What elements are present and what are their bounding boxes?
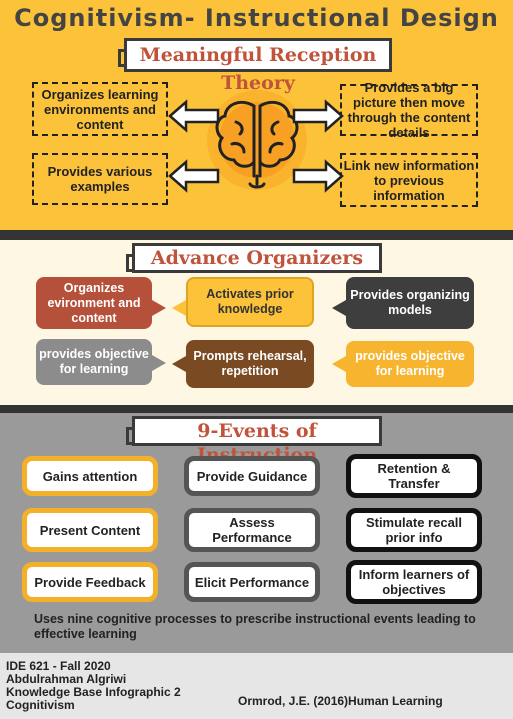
organizer-bubble: provides objective for learning [346,341,474,387]
arrow-left-icon [168,99,220,133]
reception-item: Provides various examples [32,153,168,205]
bubble-tail [332,300,346,316]
section2-heading: Advance Organizers [126,243,382,273]
event-card: Gains attention [22,456,158,496]
event-card: Stimulate recall prior info [346,508,482,552]
arrow-right-icon [292,99,344,133]
course-label: IDE 621 - Fall 2020 [6,659,111,673]
topic-label: Cognitivism [6,698,75,712]
bubble-tail [152,355,166,371]
organizer-bubble: Activates prior knowledge [186,277,314,327]
author-label: Abdulrahman Algriwi [6,672,127,686]
brain-icon [207,90,307,190]
bubble-tail [152,300,166,316]
page-title: Cognitivism- Instructional Design [14,4,499,32]
bubble-tail [332,356,346,372]
section1-heading: Meaningful Reception Theory [118,38,392,94]
event-card: Provide Feedback [22,562,158,602]
reception-item: Organizes learning environments and cont… [32,82,168,136]
organizer-bubble: provides objective for learning [36,339,152,385]
reception-item: Link new information to previous informa… [340,153,478,207]
event-card: Present Content [22,508,158,552]
divider [0,405,513,413]
bubble-tail [172,356,186,372]
bubble-tail [172,300,186,316]
event-card: Inform learners of objectives [346,560,482,604]
event-card: Elicit Performance [184,562,320,602]
reception-item: Provides a big picture then move through… [340,80,478,140]
event-card: Assess Performance [184,508,320,552]
event-card: Retention & Transfer [346,454,482,498]
section3-heading: 9-Events of Instruction [126,416,382,466]
events-summary: Uses nine cognitive processes to prescri… [34,612,476,641]
project-label: Knowledge Base Infographic 2 [6,685,181,699]
arrow-left-icon [168,159,220,193]
organizer-bubble: Organizes evironment and content [36,277,152,329]
event-card: Provide Guidance [184,456,320,496]
arrow-right-icon [292,159,344,193]
footer [0,653,513,719]
citation: Ormrod, J.E. (2016)Human Learning [238,694,443,708]
organizer-bubble: Prompts rehearsal, repetition [186,340,314,388]
divider [0,230,513,240]
organizer-bubble: Provides organizing models [346,277,474,329]
